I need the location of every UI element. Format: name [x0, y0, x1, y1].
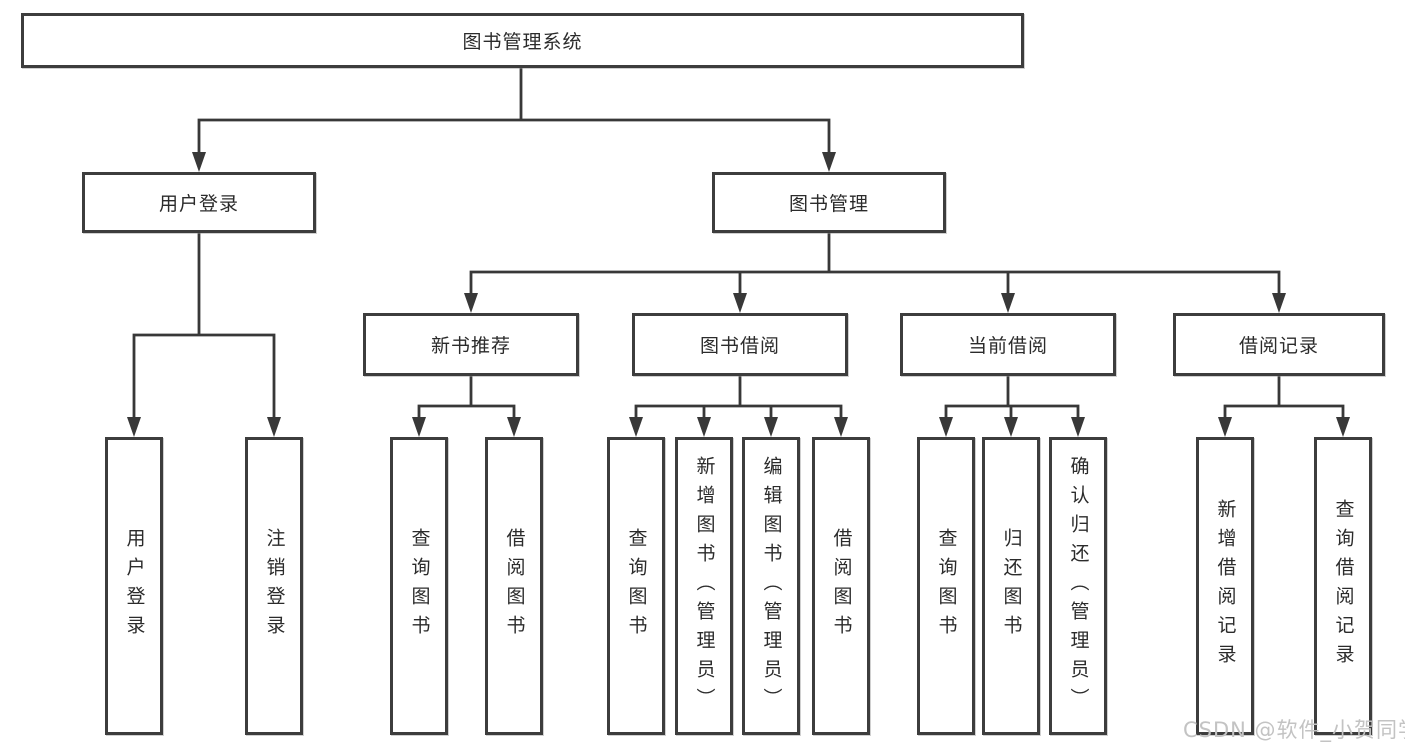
- node-book-management: 图书管理: [712, 172, 946, 233]
- node-book-management-label: 图书管理: [788, 193, 869, 215]
- node-new-book-recommend-label: 新书推荐: [430, 335, 511, 357]
- node-book-borrow: 图书借阅: [632, 313, 848, 376]
- leaf-return-books: 归还图书: [982, 437, 1040, 735]
- node-root: 图书管理系统: [21, 13, 1024, 68]
- leaf-add-book-admin: 新增图书（管理员）: [675, 437, 733, 735]
- node-borrow-records-label: 借阅记录: [1238, 335, 1319, 357]
- leaf-query-borrow-record-label: 查询借阅记录: [1332, 499, 1355, 673]
- leaf-query-books-recommend: 查询图书: [390, 437, 448, 735]
- leaf-query-books-borrow: 查询图书: [607, 437, 665, 735]
- arrowheads: [127, 152, 1350, 437]
- leaf-query-books-borrow-label: 查询图书: [625, 528, 648, 644]
- leaf-logout: 注销登录: [245, 437, 303, 735]
- csdn-watermark: CSDN @软件_小贺同学: [1183, 718, 1405, 742]
- node-current-borrow-label: 当前借阅: [967, 335, 1048, 357]
- node-user-login-label: 用户登录: [158, 193, 239, 215]
- leaf-return-books-label: 归还图书: [1000, 528, 1023, 644]
- node-borrow-records: 借阅记录: [1173, 313, 1385, 376]
- leaf-confirm-return-admin: 确认归还（管理员）: [1049, 437, 1107, 735]
- leaf-confirm-return-admin-label: 确认归还（管理员）: [1067, 455, 1090, 717]
- leaf-borrow-books-recommend: 借阅图书: [485, 437, 543, 735]
- node-current-borrow: 当前借阅: [900, 313, 1116, 376]
- leaf-query-books-current: 查询图书: [917, 437, 975, 735]
- leaf-borrow-books-recommend-label: 借阅图书: [503, 528, 526, 644]
- leaf-query-books-recommend-label: 查询图书: [408, 528, 431, 644]
- leaf-add-borrow-record-label: 新增借阅记录: [1214, 499, 1237, 673]
- leaf-edit-book-admin: 编辑图书（管理员）: [742, 437, 800, 735]
- leaf-borrow-books: 借阅图书: [812, 437, 870, 735]
- leaf-query-borrow-record: 查询借阅记录: [1314, 437, 1372, 735]
- leaf-add-borrow-record: 新增借阅记录: [1196, 437, 1254, 735]
- node-user-login: 用户登录: [82, 172, 316, 233]
- leaf-add-book-admin-label: 新增图书（管理员）: [693, 455, 716, 717]
- leaf-user-login: 用户登录: [105, 437, 163, 735]
- leaf-borrow-books-label: 借阅图书: [830, 528, 853, 644]
- node-new-book-recommend: 新书推荐: [363, 313, 579, 376]
- node-root-label: 图书管理系统: [462, 31, 583, 53]
- node-book-borrow-label: 图书借阅: [699, 335, 780, 357]
- leaf-query-books-current-label: 查询图书: [935, 528, 958, 644]
- leaf-edit-book-admin-label: 编辑图书（管理员）: [760, 455, 783, 717]
- leaf-user-login-label: 用户登录: [123, 528, 146, 644]
- leaf-logout-label: 注销登录: [263, 528, 286, 644]
